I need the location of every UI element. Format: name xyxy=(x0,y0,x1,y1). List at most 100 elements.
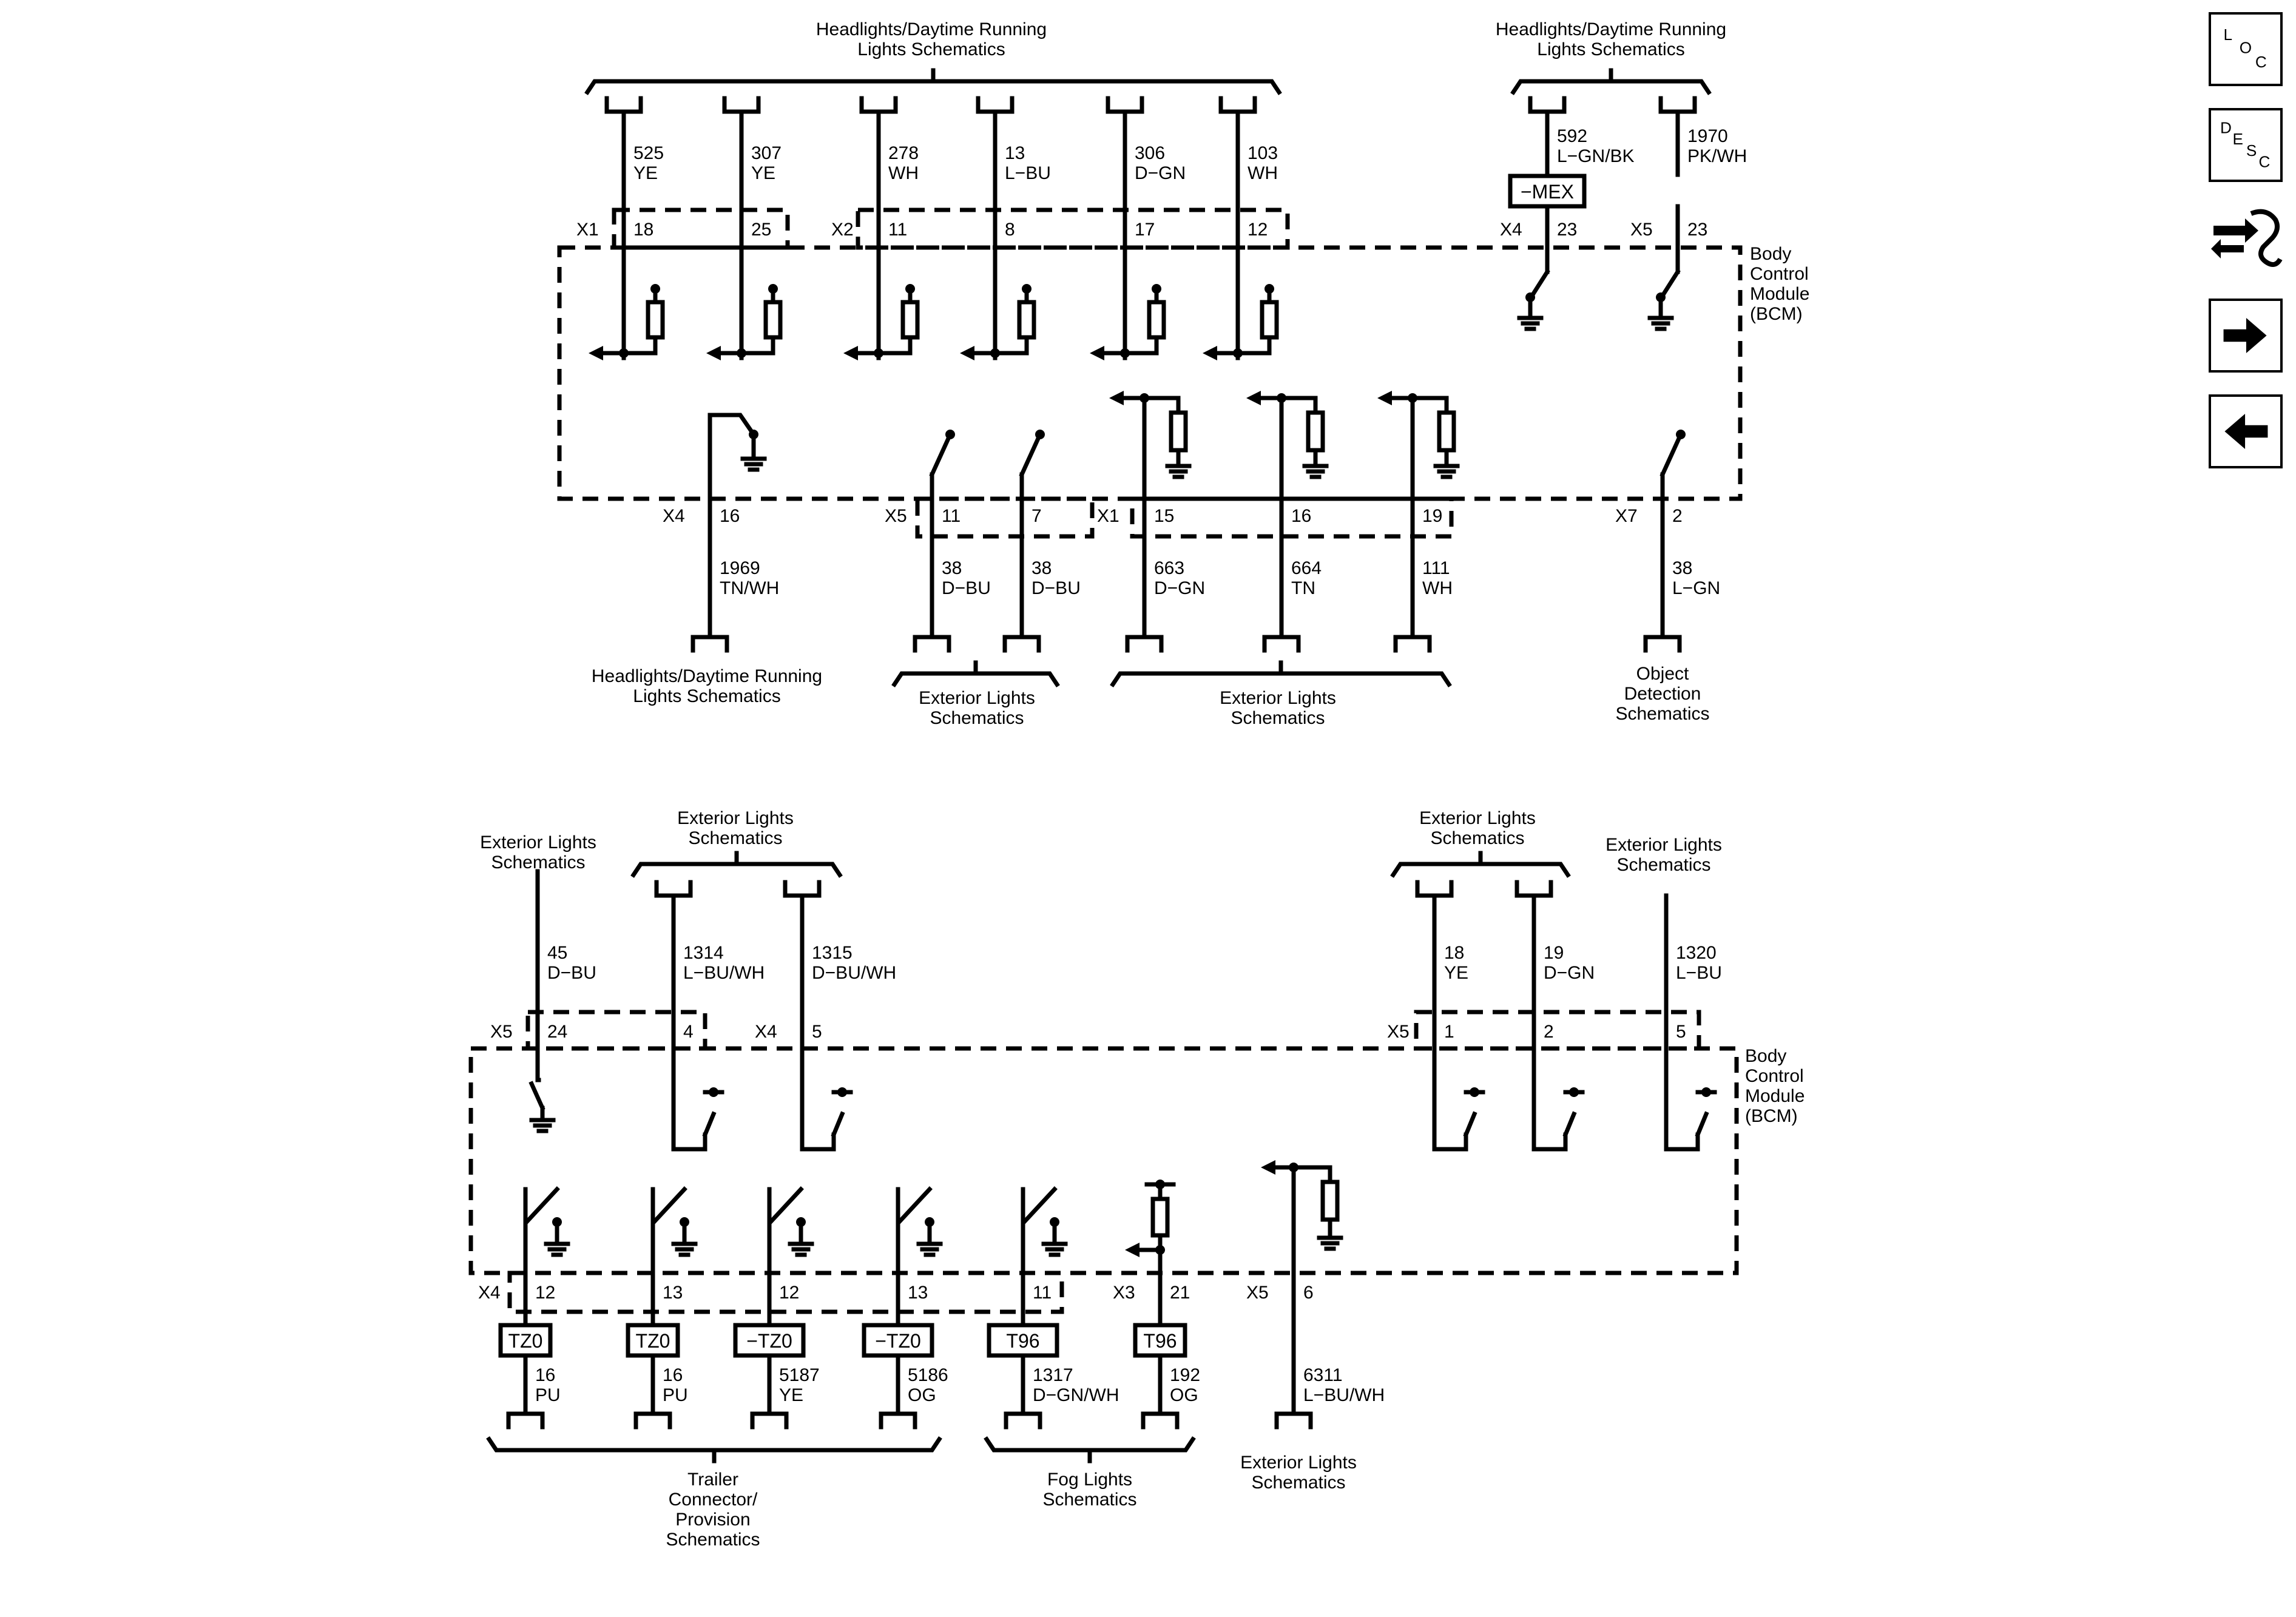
arrow-icon xyxy=(960,346,974,360)
pin-number: 16 xyxy=(1291,506,1311,526)
arrow-left-icon xyxy=(2224,414,2268,449)
exterior-lights-label: Exterior Lights xyxy=(1606,835,1722,855)
headlights-drl-label: Lights Schematics xyxy=(1537,39,1684,59)
desc-letter-d: D xyxy=(2220,118,2232,137)
loc-button[interactable]: L O C xyxy=(2209,12,2283,86)
object-detection-label: Detection xyxy=(1624,684,1701,704)
circuit-number: 6311 xyxy=(1303,1365,1343,1385)
next-button[interactable] xyxy=(2209,299,2283,373)
pin-number: 5 xyxy=(1676,1022,1686,1042)
connector-id: X5 xyxy=(1387,1022,1410,1042)
object-detection-label: Object xyxy=(1636,664,1689,684)
circuit-number: 1315 xyxy=(812,943,853,963)
resistor-symbol xyxy=(1306,410,1325,453)
wire-color: L−GN xyxy=(1672,578,1720,598)
pin-number: 6 xyxy=(1303,1283,1314,1303)
arrow-icon xyxy=(1090,346,1104,360)
connector-symbol xyxy=(1125,635,1164,653)
connector-id: X4 xyxy=(478,1283,501,1303)
connector-id: X4 xyxy=(755,1022,777,1042)
circuit-number: 18 xyxy=(1444,943,1464,963)
wire-color: WH xyxy=(1248,163,1278,183)
resistor-symbol xyxy=(646,300,665,340)
arrow-icon xyxy=(1109,391,1124,405)
fog-lights-label: Fog Lights xyxy=(1047,1470,1132,1490)
exterior-lights-label: Schematics xyxy=(1231,708,1325,728)
option-label: TZ0 xyxy=(636,1330,670,1352)
circuit-number: 525 xyxy=(633,143,664,163)
wire-color: YE xyxy=(633,163,658,183)
connector-symbol xyxy=(1274,1411,1313,1430)
previous-button[interactable] xyxy=(2209,394,2283,468)
option-label: −TZ0 xyxy=(875,1330,921,1352)
desc-button[interactable]: D E S C xyxy=(2209,108,2283,182)
wire-color: D−BU xyxy=(1032,578,1081,598)
object-detection-label: Schematics xyxy=(1615,704,1709,724)
exterior-lights-label: Schematics xyxy=(688,828,782,848)
pin-number: 16 xyxy=(720,506,740,526)
resistor-symbol xyxy=(1169,410,1188,453)
wire-color: D−GN xyxy=(1135,163,1186,183)
headlights-drl-label: Headlights/Daytime Running xyxy=(592,666,822,686)
wire-color: PK/WH xyxy=(1687,146,1747,166)
exterior-lights-label: Exterior Lights xyxy=(1220,688,1336,708)
pin-number: 12 xyxy=(535,1283,555,1303)
pin-number: 8 xyxy=(1005,220,1015,240)
wire xyxy=(1664,1132,1700,1152)
pin-number: 11 xyxy=(1033,1283,1052,1303)
service-procedure-button[interactable] xyxy=(2209,201,2283,275)
wire xyxy=(1432,1132,1468,1152)
circuit-number: 1970 xyxy=(1687,126,1728,146)
trailer-connector-label: Schematics xyxy=(666,1530,760,1550)
exterior-lights-label: Exterior Lights xyxy=(480,832,596,852)
circuit-number: 278 xyxy=(888,143,919,163)
option-label: −MEX xyxy=(1521,181,1574,203)
circuit-number: 1320 xyxy=(1676,943,1717,963)
resistor-symbol xyxy=(1320,1180,1340,1222)
bcm-label: Body xyxy=(1750,244,1791,264)
wire-color: PU xyxy=(663,1385,688,1405)
arrow-icon xyxy=(1246,391,1261,405)
pin-number: 11 xyxy=(888,220,907,240)
connector-symbol xyxy=(1141,1411,1180,1430)
option-label: T96 xyxy=(1143,1330,1177,1352)
arrow-icon xyxy=(589,346,603,360)
wire xyxy=(876,335,913,356)
pin-number: 2 xyxy=(1672,506,1683,526)
loc-letter-l: L xyxy=(2224,25,2233,44)
desc-letter-e: E xyxy=(2233,130,2243,148)
option-label: T96 xyxy=(1006,1330,1039,1352)
pin-number: 19 xyxy=(1422,506,1442,526)
switch-contact xyxy=(650,1186,687,1229)
arrow-icon xyxy=(706,346,721,360)
bcm-label: Body xyxy=(1745,1046,1786,1066)
pin-number: 18 xyxy=(633,220,653,240)
connector-id: X5 xyxy=(1630,220,1653,240)
connector-id: X1 xyxy=(576,220,599,240)
pin-number: 17 xyxy=(1135,220,1155,240)
wire-color: TN xyxy=(1291,578,1315,598)
arrow-icon xyxy=(1377,391,1392,405)
pin-number: 15 xyxy=(1154,506,1174,526)
switch-contact xyxy=(1019,431,1043,478)
arrow-right-icon xyxy=(2223,318,2267,353)
circuit-number: 592 xyxy=(1557,126,1587,146)
loc-icon: L O C xyxy=(2224,25,2267,71)
circuit-number: 13 xyxy=(1005,143,1025,163)
wrench-arrows-icon xyxy=(2211,209,2283,267)
loc-letter-c: C xyxy=(2255,53,2267,71)
wire xyxy=(993,335,1029,356)
circuit-number: 38 xyxy=(1672,558,1692,578)
bcm-label: Module xyxy=(1750,284,1809,304)
exterior-lights-label: Schematics xyxy=(930,708,1024,728)
circuit-number: 192 xyxy=(1170,1365,1200,1385)
pin-number: 13 xyxy=(908,1283,928,1303)
connector-id: X4 xyxy=(1500,220,1522,240)
wire-color: D−BU/WH xyxy=(812,963,896,983)
wire xyxy=(1235,335,1272,356)
connector-symbol xyxy=(690,635,729,653)
connector-x2-group xyxy=(856,208,1290,250)
arrow-icon xyxy=(1203,346,1217,360)
switch-contact xyxy=(707,413,757,640)
pin-number: 12 xyxy=(1248,220,1268,240)
